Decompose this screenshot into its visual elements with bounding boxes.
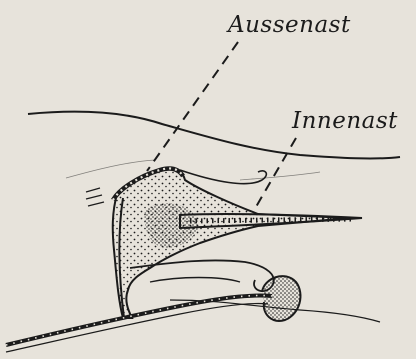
- lower-appendage-2: [150, 278, 240, 283]
- ramus-base: [113, 168, 350, 318]
- lower-appendage: [130, 260, 274, 291]
- aussenast-leader-line: [147, 42, 238, 171]
- rounded-knob: [262, 276, 300, 321]
- label-innenast: Innenast: [292, 108, 398, 134]
- label-aussenast: Aussenast: [228, 12, 351, 38]
- lower-body-contour: [180, 170, 266, 184]
- segmented-rod-lower: [6, 303, 268, 352]
- faint-contour: [66, 160, 320, 180]
- hatch-marks: [86, 188, 104, 206]
